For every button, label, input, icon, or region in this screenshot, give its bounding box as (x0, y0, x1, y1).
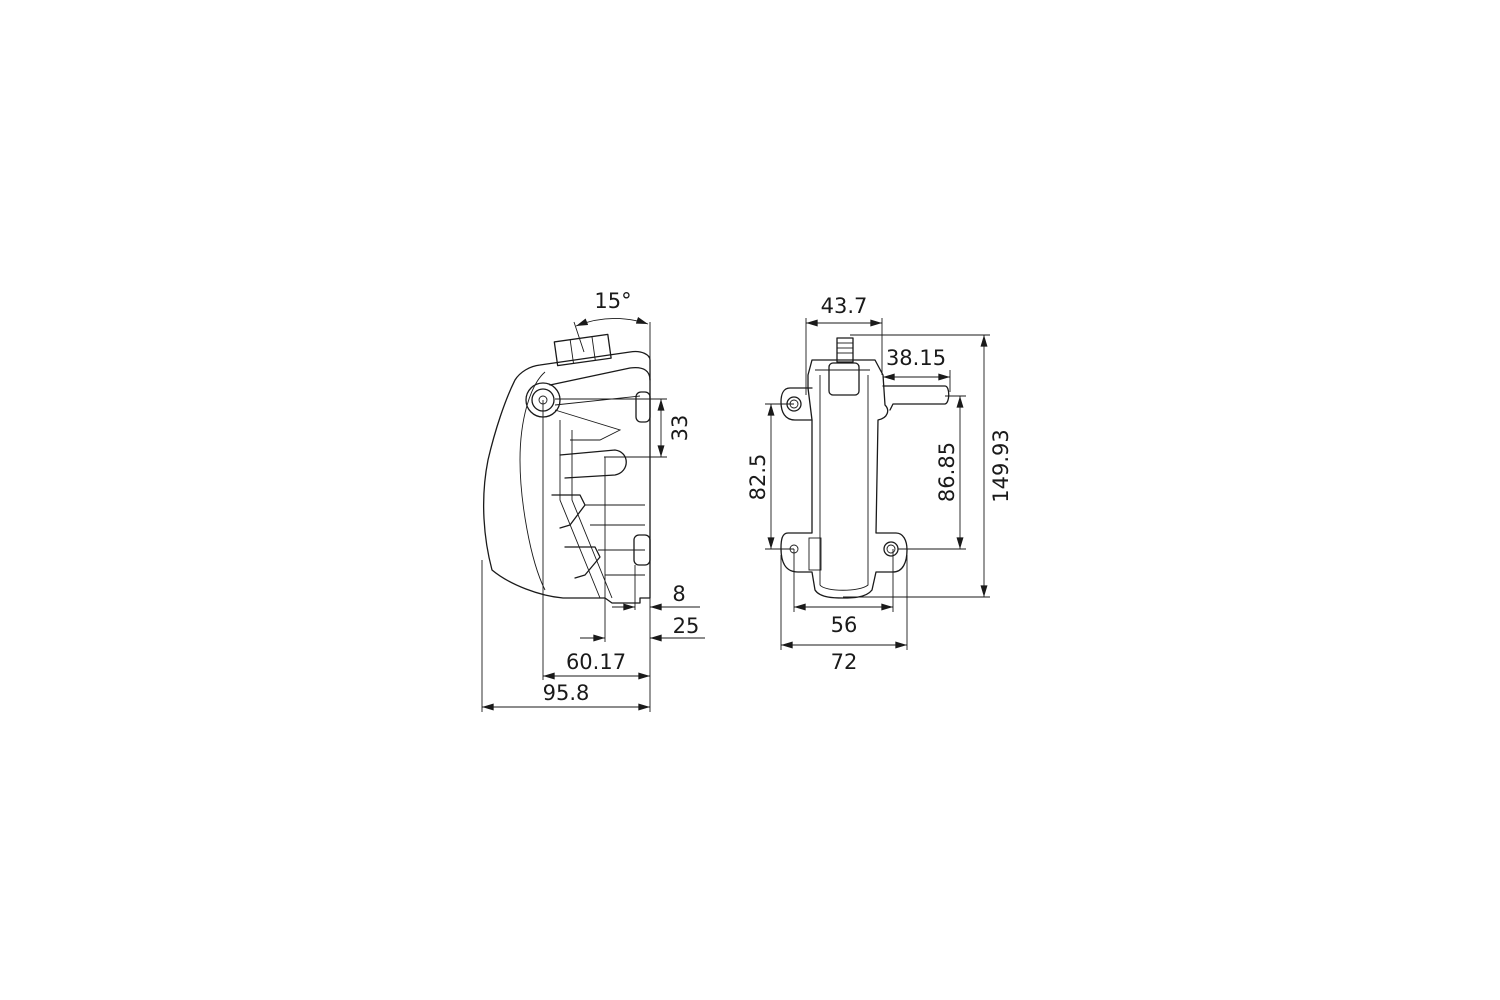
dim-82-5-label: 82.5 (746, 454, 770, 501)
top-cap (828, 362, 860, 396)
connector (553, 333, 612, 367)
dim-25-label: 25 (673, 614, 700, 638)
dim-56-label: 56 (831, 613, 858, 637)
dim-60-17-label: 60.17 (566, 650, 626, 674)
dim-38-15-label: 38.15 (886, 346, 946, 370)
mounting-clips (551, 494, 601, 579)
dim-149-93-label: 149.93 (989, 429, 1013, 502)
main-body (780, 359, 908, 599)
top-left-flange (780, 387, 813, 421)
side-view (482, 333, 651, 604)
side-view-inner-contour (519, 371, 546, 591)
angle-15-label: 15° (594, 289, 631, 313)
dim-95-8-label: 95.8 (543, 681, 590, 705)
side-tube (882, 385, 950, 411)
side-view-housing-outline (482, 350, 651, 604)
front-view-dimensions: 43.7 38.15 149.93 86.85 82.5 56 72 (746, 294, 1013, 674)
top-nozzle (836, 337, 854, 363)
mounting-hole-bottom-right (883, 541, 899, 557)
dim-33-label: 33 (668, 415, 692, 442)
dim-72-label: 72 (831, 650, 858, 674)
dim-8-label: 8 (672, 582, 685, 606)
dim-43-7-label: 43.7 (821, 294, 868, 318)
dim-86-85-label: 86.85 (935, 442, 959, 502)
side-view-dimensions: 15° 33 8 25 60.17 95.8 (481, 289, 705, 712)
angle-arc (575, 316, 649, 327)
adjuster-arm (549, 366, 651, 386)
